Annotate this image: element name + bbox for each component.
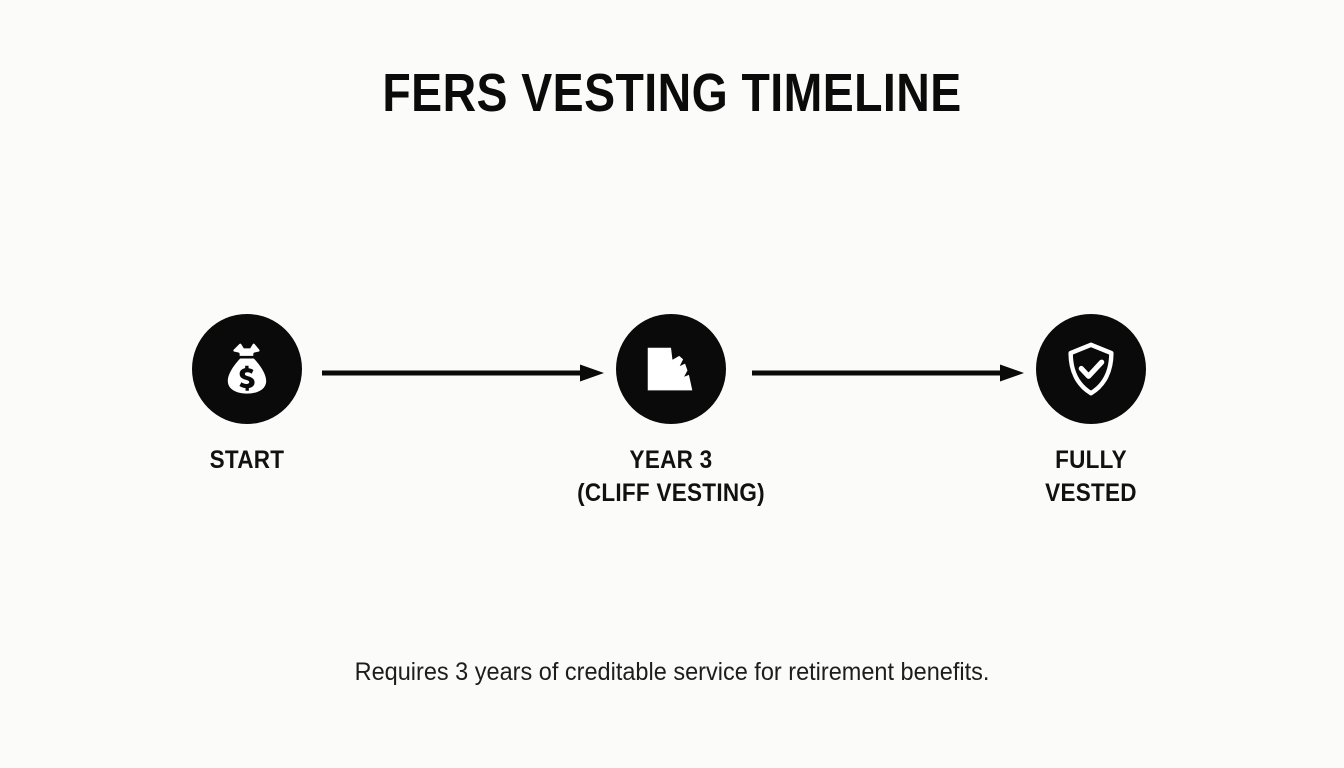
- arrow-start-to-year3: [322, 362, 604, 384]
- cliff-icon: [647, 347, 693, 391]
- label-line-2: VESTED: [1045, 479, 1137, 507]
- timeline-labels: START YEAR 3 (CLIFF VESTING) FULLY VESTE…: [0, 444, 1344, 524]
- timeline-node-fully-vested: [1036, 314, 1146, 424]
- arrow-year3-to-fully-vested: [752, 362, 1024, 384]
- timeline-node-year3: [616, 314, 726, 424]
- label-line-1: START: [209, 446, 285, 474]
- page-title: FERS VESTING TIMELINE: [382, 63, 962, 123]
- shield-check-icon: [1068, 342, 1114, 396]
- timeline-label-fully-vested: FULLY VESTED: [956, 444, 1226, 510]
- timeline-row: [0, 314, 1344, 426]
- footnote-caption: Requires 3 years of creditable service f…: [354, 658, 990, 686]
- node-circle: [192, 314, 302, 424]
- node-circle: [616, 314, 726, 424]
- label-line-1: FULLY: [1055, 446, 1127, 474]
- label-line-1: YEAR 3: [629, 446, 713, 474]
- timeline-label-start: START: [112, 444, 382, 477]
- money-bag-icon: [227, 343, 267, 394]
- label-line-2: (CLIFF VESTING): [577, 479, 765, 507]
- timeline-node-start: [192, 314, 302, 424]
- timeline-label-year3: YEAR 3 (CLIFF VESTING): [491, 444, 851, 510]
- node-circle: [1036, 314, 1146, 424]
